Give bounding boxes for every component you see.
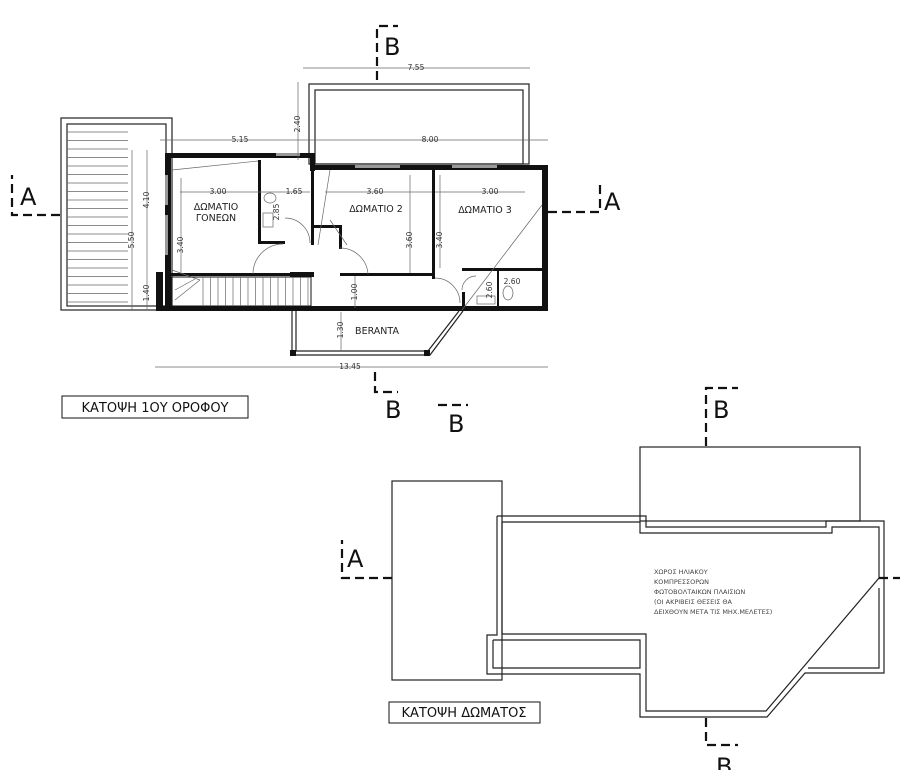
roof-plan: ΧΩΡΟΣ ΗΛΙΑΚΟΥ ΚΟΜΠΡΕΣΣΟΡΩΝ ΦΩΤΟΒΟΛΤΑΙΚΩΝ… <box>388 446 885 724</box>
roof-note-line-3: ΦΩΤΟΒΟΛΤΑΙΚΩΝ ΠΛΑΙΣΙΩΝ <box>654 588 745 596</box>
section-b-top: B <box>384 33 400 61</box>
dim-8-00: 8.00 <box>422 135 439 144</box>
roof-note-line-2: ΚΟΜΠΡΕΣΣΟΡΩΝ <box>654 578 709 586</box>
roof-note: ΧΩΡΟΣ ΗΛΙΑΚΟΥ ΚΟΜΠΡΕΣΣΟΡΩΝ ΦΩΤΟΒΟΛΤΑΙΚΩΝ… <box>654 568 772 616</box>
dim-stair-b: 5.50 <box>127 231 136 248</box>
section-a-roof-left: A <box>347 545 364 573</box>
roof-left-volume <box>391 480 503 681</box>
room-label-parents-1: ΔΩΜΑΤΙΟ <box>194 202 239 213</box>
dim-room2-depth: 3.60 <box>405 231 414 248</box>
room-label-room2: ΔΩΜΑΤΙΟ 2 <box>349 204 403 215</box>
section-markers-first-floor: B B B A A <box>10 24 621 438</box>
first-floor-plan: 7.55 2.40 5.15 8.00 3.00 1.65 2.85 3.60 … <box>60 63 548 419</box>
dim-stair-c: 1.40 <box>142 284 151 301</box>
external-staircase <box>60 117 173 311</box>
roof-note-line-1: ΧΩΡΟΣ ΗΛΙΑΚΟΥ <box>654 568 708 576</box>
roof-top-volume <box>639 446 861 522</box>
dim-veranda-depth: 1.30 <box>336 321 345 338</box>
room-label-veranda: BERANTA <box>355 326 399 337</box>
dim-stair-a: 4.10 <box>142 191 151 208</box>
internal-staircase <box>170 276 312 307</box>
dim-corridor: 1.00 <box>350 283 359 300</box>
dim-5-15: 5.15 <box>232 135 249 144</box>
roof-ledge <box>492 639 641 669</box>
plan-title-roof: ΚΑΤΟΨΗ ΔΩΜΑΤΟΣ <box>388 701 541 724</box>
dim-2-40: 2.40 <box>293 115 302 132</box>
dim-parents-width: 3.00 <box>210 187 227 196</box>
section-a-left: A <box>20 183 37 211</box>
section-markers-roof: B B A <box>340 386 900 770</box>
top-balcony-outer <box>308 83 530 165</box>
dim-room2-width: 3.60 <box>367 187 384 196</box>
dim-wc-depth: 2.60 <box>485 281 494 298</box>
first-floor-title: ΚΑΤΟΨΗ 1ΟΥ ΟΡΟΦΟΥ <box>81 401 228 416</box>
plan-title-first-floor: ΚΑΤΟΨΗ 1ΟΥ ΟΡΟΦΟΥ <box>61 395 249 419</box>
dim-room3-width: 3.00 <box>482 187 499 196</box>
roof-parapet-outer <box>486 515 885 718</box>
roof-title: ΚΑΤΟΨΗ ΔΩΜΑΤΟΣ <box>401 706 526 721</box>
door-swings <box>252 217 477 304</box>
dim-bath-depth: 2.85 <box>272 203 281 220</box>
dim-7-55: 7.55 <box>408 63 425 72</box>
room-label-room3: ΔΩΜΑΤΙΟ 3 <box>458 205 512 216</box>
roof-note-line-5: ΔΕΙΧΘΟΥΝ ΜΕΤΑ ΤΙΣ ΜΗΧ.ΜΕΛΕΤΕΣ) <box>654 608 772 616</box>
section-b-roof-bottom: B <box>716 753 732 770</box>
section-b-roof-top: B <box>713 396 729 424</box>
room-labels: ΔΩΜΑΤΙΟ ΓΟΝΕΩΝ ΔΩΜΑΤΙΟ 2 ΔΩΜΑΤΙΟ 3 BERAN… <box>194 202 512 337</box>
dim-total: 13.45 <box>339 362 361 371</box>
roof-ledge-right <box>808 588 880 669</box>
veranda <box>290 310 464 356</box>
section-a-right: A <box>604 188 621 216</box>
dim-room3-depth: 3.40 <box>435 231 444 248</box>
section-b-bottom: B <box>385 396 401 424</box>
roof-parapet-inner <box>501 521 880 712</box>
dim-parents-depth: 3.40 <box>176 236 185 253</box>
dimension-lines <box>131 67 548 368</box>
dimension-labels: 7.55 2.40 5.15 8.00 3.00 1.65 2.85 3.60 … <box>127 63 521 371</box>
section-b-extra: B <box>448 410 464 438</box>
exterior-walls <box>156 153 548 311</box>
room-label-parents-2: ΓΟΝΕΩΝ <box>196 213 236 224</box>
top-balcony-inner <box>314 89 524 165</box>
roof-note-line-4: (ΟΙ ΑΚΡΙΒΕΙΣ ΘΕΣΕΙΣ ΘΑ <box>654 598 732 606</box>
interior-walls <box>171 160 544 308</box>
dim-wc-width: 2.60 <box>504 277 521 286</box>
dim-bath-width: 1.65 <box>286 187 303 196</box>
fixtures <box>171 160 543 311</box>
